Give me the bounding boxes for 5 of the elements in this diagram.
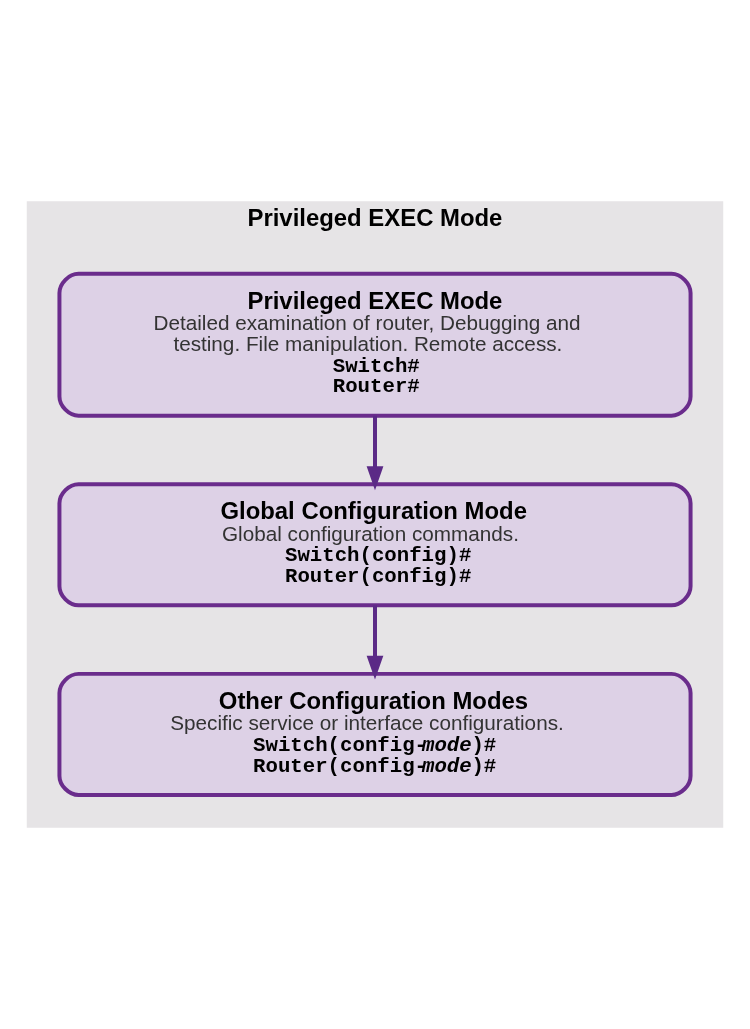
node-box: Global Configuration Mode Global configuration commands. Switch(config)# Router(config)# <box>57 482 693 608</box>
arrow <box>366 415 384 491</box>
node-box: Privileged EXEC Mode Detailed examination of router, Debugging and testing. File manipulation. Remote access. Switch# Router# <box>57 271 693 418</box>
arrow <box>366 605 384 680</box>
node-box: Other Configuration Modes Specific service or interface configurations. Switch(config-mode)# Router(config-mode)# <box>57 671 693 797</box>
